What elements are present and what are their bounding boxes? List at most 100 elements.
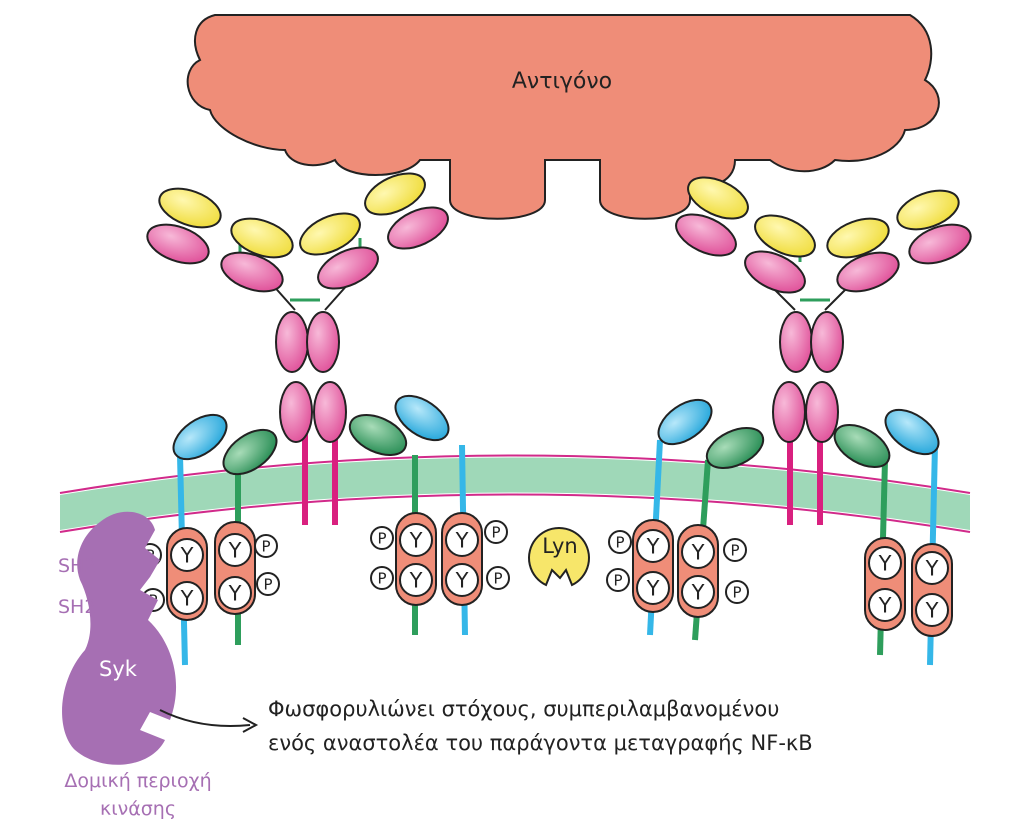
tyrosine-circle [915,551,949,585]
phosphate-circle [486,566,510,590]
ig-alpha-domain [657,398,713,446]
tyrosine-label: Y [180,587,194,611]
heavy-chain-domain [779,311,813,373]
phosphate-circle [256,572,280,596]
phosphate-circle [370,526,394,550]
light-chain-domain [230,217,294,259]
phosphate-label: P [493,569,502,587]
sh2-label-top: SH2 [58,555,96,577]
lyn-kinase: Lyn [528,526,590,587]
phosphate-circle [606,568,630,592]
kinase-domain-label-line1: Δομική περιοχή [64,770,211,792]
light-chain-domain [754,214,816,258]
tyrosine-label: Y [180,544,194,568]
membrane-outer-edge [59,454,971,494]
kinase-domain-label-line2: κινάσης [100,798,176,820]
heavy-chain-domain [146,223,210,265]
tyrosine-label: Y [409,529,423,553]
phosphate-label: P [377,569,386,587]
heavy-chain-domain [275,311,309,373]
heavy-chain-domain [805,381,839,443]
ig-beta-domain [833,423,891,469]
antigen-shape [186,14,940,220]
heavy-chain-domain [772,381,806,443]
tyrosine-label: Y [646,535,660,559]
heavy-chain-domain [908,223,972,265]
membrane-inner-edge [59,493,971,533]
phosphate-label: P [732,583,741,601]
light-chain-domain [364,172,426,216]
tyrosine-label: Y [228,539,242,563]
light-chain-domain [826,217,890,259]
bcr-antibody-left [146,172,449,525]
heavy-chain-domain [810,311,844,373]
membrane-band [60,457,970,530]
tyrosine-circle [170,581,204,615]
tyrosine-circle [868,588,902,622]
tyrosine-label: Y [409,569,423,593]
tyrosine-circle [681,575,715,609]
heavy-chain-domain [836,251,900,293]
light-chain-domain [687,176,749,220]
syk-kinase: Syk SH2 SH2 Δομική περιοχή κινάσης [58,511,212,820]
tyrosine-label: Y [878,594,892,618]
tyrosine-circle [681,535,715,569]
tyrosine-label: Y [925,557,939,581]
phosphate-circle [370,566,394,590]
ig-beta-domain [348,414,408,456]
phosphate-circle [723,538,747,562]
tyrosine-circle [445,523,479,557]
tyrosine-label: Y [455,569,469,593]
phosphate-label: P [615,533,624,551]
tyrosine-label: Y [691,541,705,565]
tyrosine-circle [636,529,670,563]
ig-beta-domain [705,427,765,469]
heavy-chain-domain [313,381,347,443]
syk-label: Syk [99,657,138,681]
phosphate-label: P [730,541,739,559]
plasma-membrane [59,454,971,533]
phosphate-label: P [263,575,272,593]
syk-shape [62,511,177,765]
tyrosine-circle [868,546,902,580]
phosphate-circle [254,534,278,558]
result-text-line1: Φωσφορυλιώνει στόχους, συμπεριλαμβανομέν… [268,697,779,721]
heavy-chain-domain [220,251,284,293]
ig-alpha-domain [172,413,228,461]
result-text-line2: ενός αναστολέα του παράγοντα μεταγραφής … [268,731,813,755]
antigen: Αντιγόνο [186,14,940,220]
phosphorylation-arrow [159,709,259,733]
light-chain-domain [896,189,960,231]
tyrosine-label: Y [228,582,242,606]
heavy-chain-domain [387,206,449,250]
heavy-chain-domain [279,381,313,443]
antigen-label: Αντιγόνο [512,69,612,94]
tyrosine-label: Y [925,599,939,623]
phosphate-label: P [491,523,500,541]
tyrosine-circle [399,523,433,557]
phosphate-label: P [261,537,270,555]
ig-alpha-domain [394,394,450,442]
tyrosine-circle [915,593,949,627]
lyn-label: Lyn [542,534,578,558]
heavy-chain-domain [317,246,379,290]
phosphate-circle [608,530,632,554]
ig-alpha-domain [884,408,940,456]
light-chain-domain [299,212,361,256]
heavy-chain-domain [306,311,340,373]
tyrosine-label: Y [878,552,892,576]
phosphate-circle [484,520,508,544]
bcr-antibody-right [675,176,972,525]
sh2-label-bottom: SH2 [58,596,96,618]
tyrosine-circle [170,538,204,572]
light-chain-domain [158,187,222,229]
heavy-chain-domain [675,213,737,257]
phosphate-label: P [377,529,386,547]
lyn-shape [528,526,590,587]
tyrosine-circle [636,571,670,605]
tyrosine-circle [218,576,252,610]
tyrosine-circle [218,533,252,567]
tyrosine-label: Y [646,577,660,601]
ig-alpha-beta-left-outer [172,413,278,666]
